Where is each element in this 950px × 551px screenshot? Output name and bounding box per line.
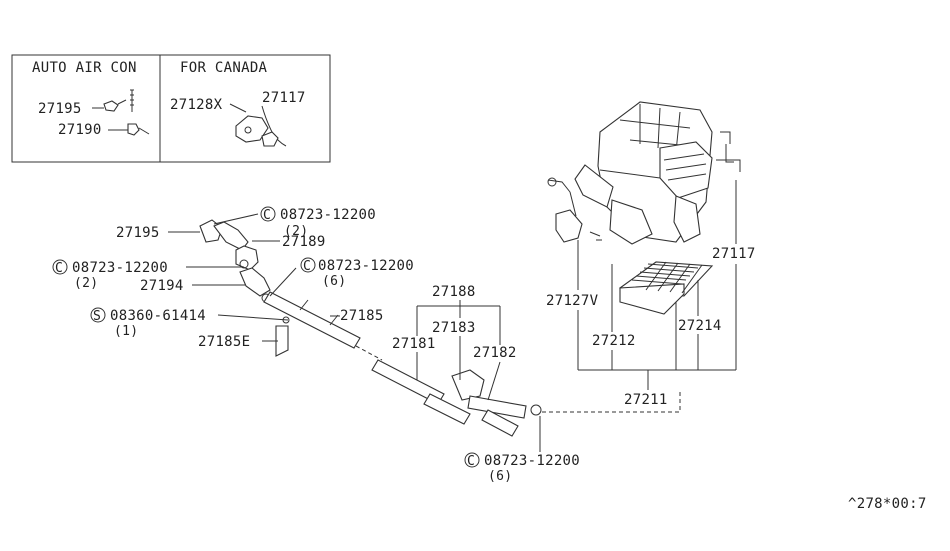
- label-27189: 27189: [282, 234, 326, 250]
- inset-part-27117: 27117: [262, 90, 306, 106]
- inset-box: AUTO AIR CON FOR CANADA 27195 27190 2712…: [11, 54, 331, 163]
- label-qty-s: (1): [114, 324, 138, 339]
- canada-valve-sketch: [229, 103, 287, 147]
- hose-clamp-3: [530, 404, 542, 416]
- clip-symbol-2-letter: C: [55, 261, 63, 276]
- heater-core-cover: [659, 141, 713, 199]
- hose-clamp-1: [239, 259, 249, 269]
- label-qty-c: (6): [322, 274, 346, 289]
- callout-symbols: C C C S C: [52, 206, 480, 469]
- label-27188: 27188: [432, 284, 476, 300]
- hose-assembly: [199, 219, 542, 437]
- bracket-27185e: [275, 325, 289, 357]
- label-27185e: 27185E: [198, 334, 250, 350]
- label-qty-d: (6): [488, 469, 512, 484]
- hose-27181b: [423, 393, 471, 425]
- clip-symbol-3-letter: C: [303, 259, 311, 274]
- clip-symbol-3: [300, 257, 316, 273]
- label-27195: 27195: [116, 225, 160, 241]
- inset-part-27128x: 27128X: [170, 97, 223, 113]
- label-27182: 27182: [473, 345, 517, 361]
- label-08723-12200-d: 08723-12200: [484, 453, 580, 469]
- heater-core: [619, 261, 714, 315]
- label-qty-b: (2): [74, 276, 98, 291]
- label-27211: 27211: [624, 392, 668, 408]
- clip-symbol-4-letter: C: [467, 454, 475, 469]
- heater-core-front: [619, 283, 685, 315]
- heater-unit: [547, 101, 741, 245]
- label-27214: 27214: [678, 318, 722, 334]
- for-canada-title: FOR CANADA: [180, 60, 268, 76]
- sensor-sketch: [92, 89, 150, 136]
- blower-flange: [574, 164, 614, 208]
- label-08723-12200-a: 08723-12200: [280, 207, 376, 223]
- hose-27194: [239, 267, 271, 297]
- screw-symbol: [90, 307, 106, 323]
- clip-symbol-4: [464, 452, 480, 468]
- label-27181: 27181: [392, 336, 436, 352]
- clip-symbol-1: [260, 206, 276, 222]
- label-27212: 27212: [592, 333, 636, 349]
- label-27194: 27194: [140, 278, 184, 294]
- inset-part-27190: 27190: [58, 122, 102, 138]
- screw-symbol-letter: S: [93, 309, 101, 324]
- leader-lines: [168, 180, 737, 452]
- clip-symbol-2: [52, 259, 68, 275]
- label-08723-12200-c: 08723-12200: [318, 258, 414, 274]
- inset-frame: [11, 54, 331, 163]
- label-08360-61414: 08360-61414: [110, 308, 206, 324]
- label-27185: 27185: [340, 308, 384, 324]
- hose-27182: [467, 395, 527, 419]
- clip-symbol-1-letter: C: [263, 208, 271, 223]
- inset-part-27195: 27195: [38, 101, 82, 117]
- label-08723-12200-b: 08723-12200: [72, 260, 168, 276]
- hose-27189: [235, 245, 259, 271]
- label-27117: 27117: [712, 246, 756, 262]
- duct-outlet-2: [673, 195, 701, 243]
- hose-27183: [451, 369, 485, 401]
- auto-air-con-title: AUTO AIR CON: [32, 60, 137, 76]
- label-qty-a: (2): [284, 224, 308, 239]
- label-27183: 27183: [432, 320, 476, 336]
- reference-code: ^278*00:7: [848, 496, 927, 512]
- hose-27182b: [481, 409, 519, 437]
- duct-outlet: [609, 199, 653, 245]
- actuator: [555, 209, 583, 243]
- label-27127v: 27127V: [546, 293, 599, 309]
- pipe-27185: [263, 291, 361, 349]
- callout-labels: 27195 08723-12200 (2) 27189 08723-12200 …: [72, 207, 756, 484]
